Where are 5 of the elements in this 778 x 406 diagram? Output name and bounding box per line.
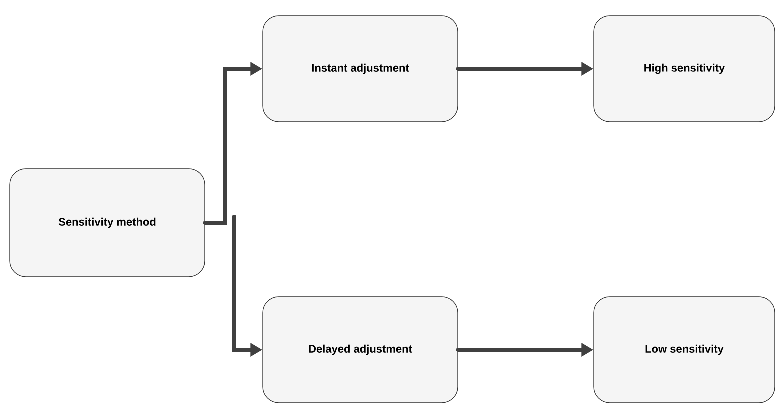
process-box: High sensitivity [594,16,776,122]
process-box: Instant adjustment [262,16,458,122]
process-box: Low sensitivity [594,296,776,404]
process-box: Delayed adjustment [262,296,458,404]
process-box: Sensitivity method [10,168,206,278]
